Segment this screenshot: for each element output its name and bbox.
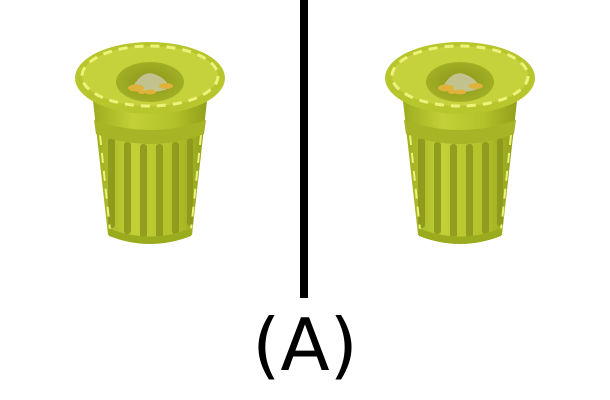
panel-label: (A) [252, 303, 358, 387]
trash-bin-left-icon [70, 30, 230, 250]
vertical-divider [300, 0, 308, 298]
trash-bin-right-icon [380, 30, 540, 250]
